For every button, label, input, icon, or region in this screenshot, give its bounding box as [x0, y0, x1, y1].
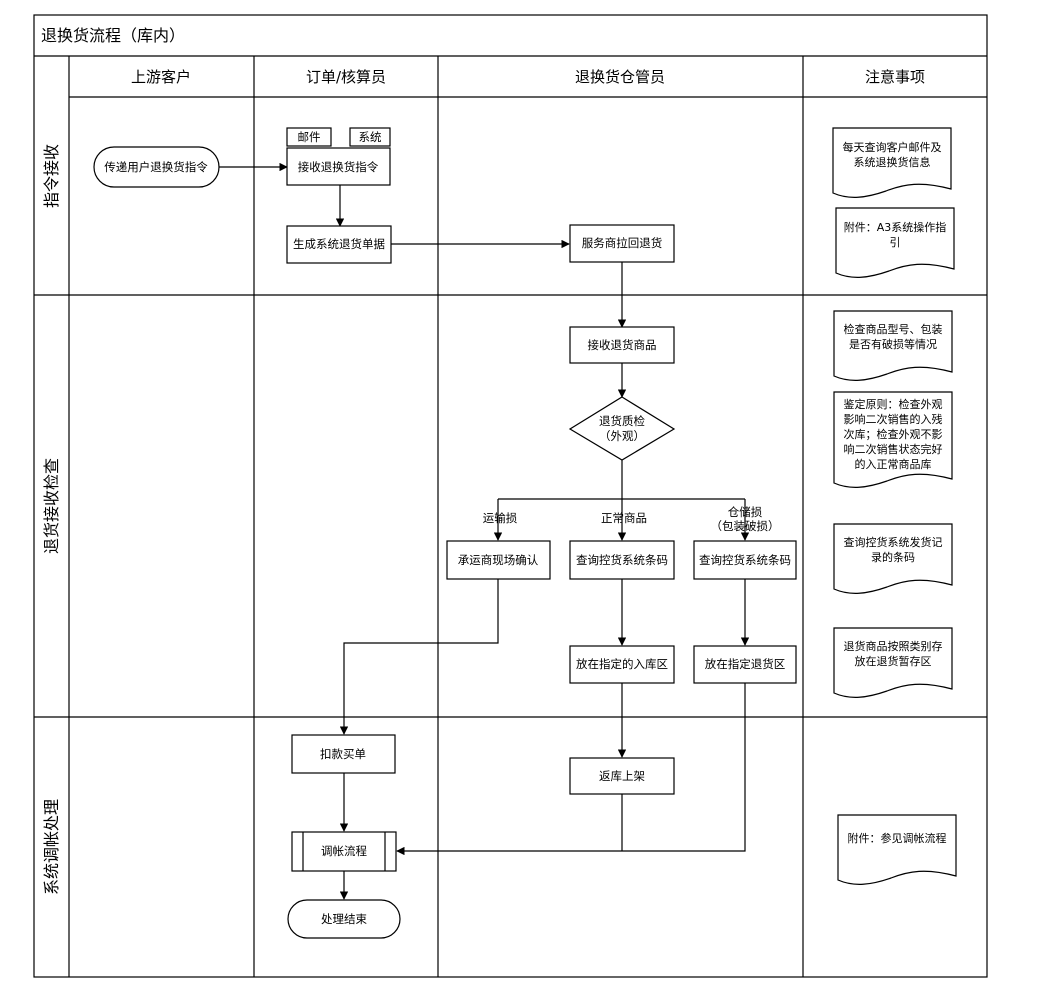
- qc-label-line-1: 退货质检: [599, 414, 645, 428]
- note-1-line-1: 每天查询客户邮件及: [843, 140, 942, 154]
- note-doc-6: [833, 627, 953, 698]
- note-5-line-1: 查询控货系统发货记: [844, 535, 943, 549]
- note-4-line-5: 的入正常商品库: [855, 457, 932, 471]
- tag-system-label: 系统: [359, 130, 382, 144]
- note-4-line-1: 鉴定原则：检查外观: [844, 397, 943, 411]
- row-label-return-inspection: 退货接收检查: [42, 458, 61, 554]
- receive-goods-box: [569, 326, 675, 364]
- page-title: 退换货流程（库内）: [41, 26, 185, 45]
- note-doc-5: [833, 523, 953, 594]
- return-area-box: [693, 645, 797, 684]
- column-header-notes: 注意事项: [865, 68, 925, 86]
- note-1-line-2: 系统退换货信息: [854, 155, 931, 169]
- generate-document-box: [286, 225, 392, 264]
- branch-label-transport-damage: 运输损: [483, 511, 518, 525]
- column-header-warehouse-keeper: 退换货仓管员: [575, 68, 665, 86]
- pickup-label: 服务商拉回退货: [582, 236, 663, 250]
- deduct-label: 扣款买单: [320, 747, 366, 761]
- query-barcode-box-2: [693, 540, 797, 580]
- note-6-line-1: 退货商品按照类别存: [844, 639, 943, 653]
- note-doc-3: [833, 310, 953, 381]
- note-doc-7: [837, 814, 957, 885]
- note-4-line-2: 影响二次销售的入残: [844, 412, 943, 426]
- receive-command-box: [286, 147, 391, 186]
- reconcile-process-label: 调帐流程: [321, 844, 367, 858]
- column-header-upstream-customer: 上游客户: [131, 68, 191, 86]
- note-3-line-1: 检查商品型号、包装: [844, 322, 943, 336]
- row-label-instruction-receipt: 指令接收: [42, 144, 61, 208]
- end-label: 处理结束: [321, 912, 367, 926]
- note-doc-4: [833, 391, 953, 488]
- query-barcode-box-1: [569, 540, 675, 580]
- generate-document-label: 生成系统退货单据: [293, 237, 385, 251]
- pickup-box: [569, 224, 675, 263]
- note-7-line-1: 附件：参见调帐流程: [848, 831, 947, 845]
- tag-mail-box: [286, 127, 332, 147]
- note-3-line-2: 是否有破损等情况: [849, 337, 937, 351]
- carrier-confirm-box: [446, 540, 551, 580]
- start-label: 传递用户退换货指令: [104, 160, 208, 174]
- inbound-area-label: 放在指定的入库区: [576, 657, 668, 671]
- inbound-area-box: [569, 645, 675, 684]
- note-6-line-2: 放在退货暂存区: [855, 654, 932, 668]
- qc-label-line-2: （外观）: [599, 429, 645, 443]
- column-header-order-accountant: 订单/核算员: [306, 68, 386, 86]
- receive-goods-label: 接收退货商品: [588, 338, 657, 352]
- note-5-line-2: 录的条码: [871, 550, 915, 564]
- restock-label: 返库上架: [599, 769, 645, 783]
- query-barcode-label-1: 查询控货系统条码: [576, 553, 668, 567]
- qc-decision-diamond: [568, 396, 676, 461]
- note-4-line-4: 响二次销售状态完好: [844, 442, 943, 456]
- row-label-system-reconcile: 系统调帐处理: [42, 799, 61, 895]
- connectors: [219, 162, 750, 900]
- note-4-line-3: 次库；检查外观不影: [844, 427, 943, 441]
- note-2-line-1: 附件：A3系统操作指: [844, 220, 947, 234]
- branch-label-normal: 正常商品: [601, 511, 647, 525]
- note-doc-1: [832, 127, 952, 198]
- tag-system-box: [349, 127, 391, 147]
- swimlane-grid: [33, 14, 988, 978]
- branch-label-warehouse-damage-1: 仓储损: [728, 505, 763, 519]
- receive-command-label: 接收退换货指令: [298, 160, 379, 174]
- connector-return-area-to-reconcile: [396, 683, 746, 856]
- start-terminator: [93, 146, 220, 188]
- return-area-label: 放在指定退货区: [705, 657, 786, 671]
- reconcile-process-box: [291, 831, 397, 872]
- branch-label-warehouse-damage-2: （包装破损）: [711, 519, 780, 533]
- query-barcode-label-2: 查询控货系统条码: [699, 553, 791, 567]
- note-doc-2: [835, 207, 955, 278]
- deduct-box: [291, 734, 396, 774]
- tag-mail-label: 邮件: [298, 130, 321, 144]
- carrier-confirm-label: 承运商现场确认: [458, 553, 539, 567]
- note-2-line-2: 引: [890, 235, 901, 249]
- connector-carrier-to-deduct: [339, 579, 499, 735]
- end-terminator: [287, 899, 401, 939]
- restock-box: [569, 757, 675, 795]
